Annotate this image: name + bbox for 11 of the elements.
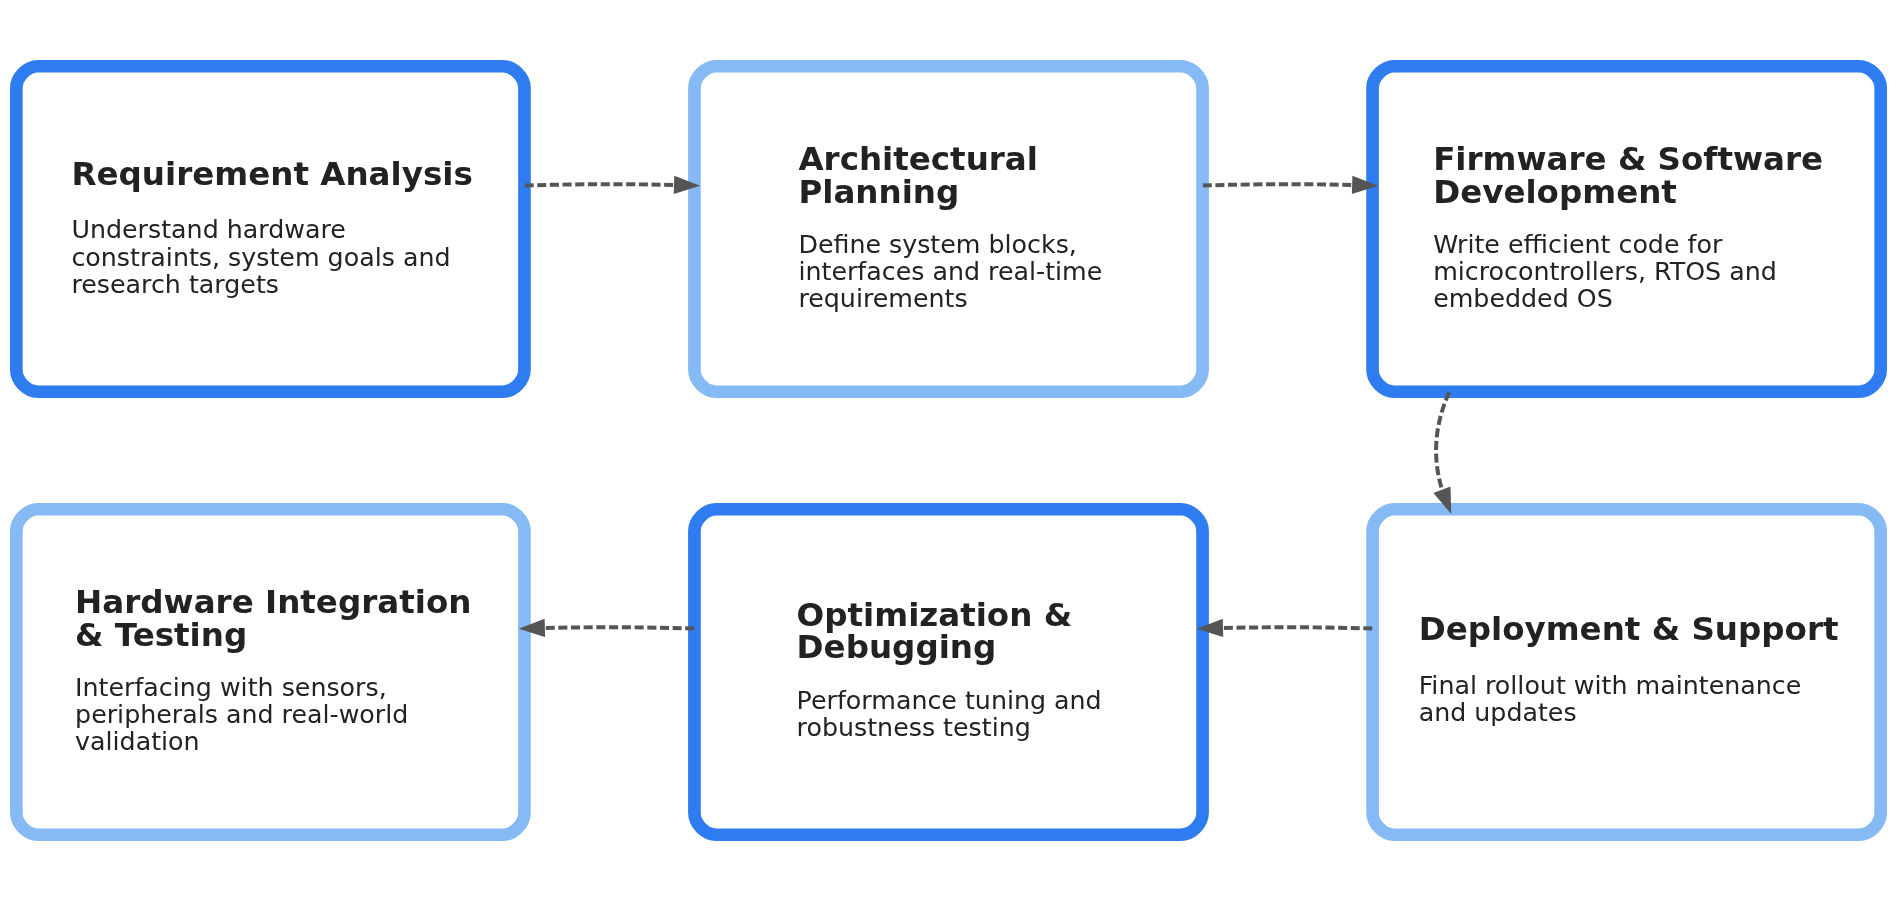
node-box: Architectural Planning Define system blocks, interfaces and real-time requirements [688,59,1209,398]
node-box: Deployment & Support Final rollout with maintenance and updates [1366,502,1887,841]
node-box: Optimization & Debugging Performance tuning and robustness testing [688,502,1209,841]
node-box: Firmware & Software Development Write efficient code for microcontrollers, RTOS and embedded OS [1366,59,1887,398]
arrow [1196,618,1373,637]
arrow [524,175,701,194]
arrow [518,618,695,637]
node-box: Hardware Integration & Testing Interfacing with sensors, peripherals and real-world validation [9,502,531,841]
arrow [1202,175,1379,194]
arrow [1433,390,1452,514]
node-box: Requirement Analysis Understand hardware constraints, system goals and research targets [9,59,531,398]
